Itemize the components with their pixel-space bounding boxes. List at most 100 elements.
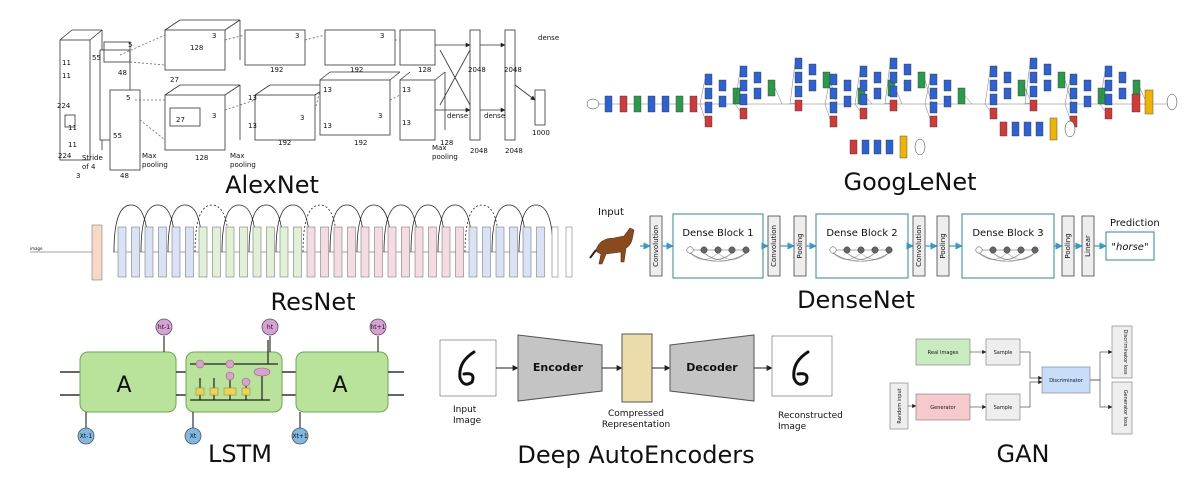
ae-input-label: Image [453,416,482,426]
lstm-x-label: Xt [190,433,197,440]
alexnet-label: Max [230,152,244,160]
googlenet-layer [829,101,838,114]
dense-node [989,246,997,254]
resnet-caption: ResNet [271,288,356,316]
resnet-layer [455,226,464,278]
resnet-layer [551,226,559,278]
googlenet-layer [1043,63,1052,76]
alexnet-label: 224 [58,152,72,160]
googlenet-layer [1118,87,1127,100]
alexnet-label: Max [142,152,156,160]
densenet-layer-label: Convolution [652,225,660,267]
alexnet-label: dense [447,112,468,120]
alexnet-label: 13 [323,86,332,94]
code-block [621,333,653,403]
densenet-layer-label: Convolution [770,225,778,267]
googlenet-layer [989,107,998,120]
gan-disc-loss-label: Discriminator loss [1122,330,1128,375]
googlenet-layer [1104,79,1113,92]
dense-node [728,246,736,254]
lstm-cell-prev [79,351,177,413]
googlenet-layer [633,95,642,113]
input-image [439,339,497,397]
googlenet-layer [889,99,898,112]
googlenet-layer [794,57,803,70]
lstm-diagram: A A [60,318,404,445]
googlenet-layer [1049,117,1058,141]
alexnet-label: pooling [230,161,256,169]
resnet-layer [239,226,248,278]
resnet-layer [347,226,356,278]
resnet-layer [495,226,505,278]
googlenet-layer [1003,87,1012,100]
googlenet-layer [718,95,727,108]
gan-gen-loss [1111,381,1133,435]
lstm-cell-label: A [116,373,131,398]
alexnet-label: 55 [92,54,101,62]
googlenet-layer [917,71,926,89]
googlenet-layer [849,139,858,155]
alexnet-label: 13 [323,122,332,130]
densenet-layer-label: Convolution [915,225,923,267]
dense-node [975,246,983,254]
googlenet-layer [739,65,748,78]
googlenet-layer [861,139,870,155]
lstm-cell-label: A [332,373,347,398]
googlenet-layer [1043,79,1052,92]
googlenet-layer [739,79,748,92]
alexnet-label: 3 [300,114,304,122]
alexnet-label: 11 [62,72,71,80]
densenet-diagram: Input Convolution Dense Block 1 Convolut… [586,207,1160,279]
dense-node [843,246,851,254]
googlenet-layer [1132,79,1141,97]
resnet-layer [117,226,127,278]
alexnet-label: 128 [440,139,453,147]
lstm-x-node [291,427,309,445]
googlenet-layer [739,107,748,120]
googlenet-layer [889,85,898,98]
horse-image [586,222,638,270]
gan-caption: GAN [997,440,1050,468]
alexnet-label: 11 [68,141,77,149]
dense-node [1017,246,1025,254]
alexnet-label: pooling [432,153,458,161]
googlenet-layer [989,79,998,92]
googlenet-caption: GoogLeNet [843,168,976,196]
resnet-layer [387,226,397,278]
googlenet-layer [829,73,838,86]
googlenet-layer [843,79,852,92]
resnet-diagram: image [30,204,573,281]
googlenet-layer [1069,101,1078,114]
prediction-value: "horse" [1111,242,1148,253]
decoder-block [669,334,755,402]
ae-input-label: Input [453,405,477,415]
densenet-layer-label: Pooling [939,233,947,258]
googlenet-layer [1035,121,1044,137]
googlenet-layer [929,115,938,128]
alexnet-label: 13 [248,122,257,130]
googlenet-input-node [586,98,600,110]
googlenet-layer [859,65,868,78]
googlenet-layer [661,95,670,113]
alexnet-label: 5 [128,41,132,49]
lstm-cell-next [295,351,389,413]
gan-gen-loss-label: Generator loss [1122,390,1128,427]
googlenet-layer [1029,57,1038,70]
alexnet-label: pooling [142,161,168,169]
gan-real-label: Real Images [928,350,959,356]
alexnet-label: 48 [120,172,129,180]
resnet-layer [225,226,235,278]
googlenet-layer [943,95,952,108]
resnet-layer [212,226,221,278]
dense-node [885,246,893,254]
googlenet-layer [1131,93,1141,113]
googlenet-layer [889,71,898,84]
lstm-h-label: ht [267,324,274,331]
googlenet-layer [1118,71,1127,84]
reconstructed-image [771,335,833,397]
alexnet-label: 11 [62,59,71,67]
autoencoders-caption: Deep AutoEncoders [517,441,754,469]
googlenet-layer [1083,79,1092,92]
googlenet-layer [929,101,938,114]
lstm-x-node [184,427,202,445]
